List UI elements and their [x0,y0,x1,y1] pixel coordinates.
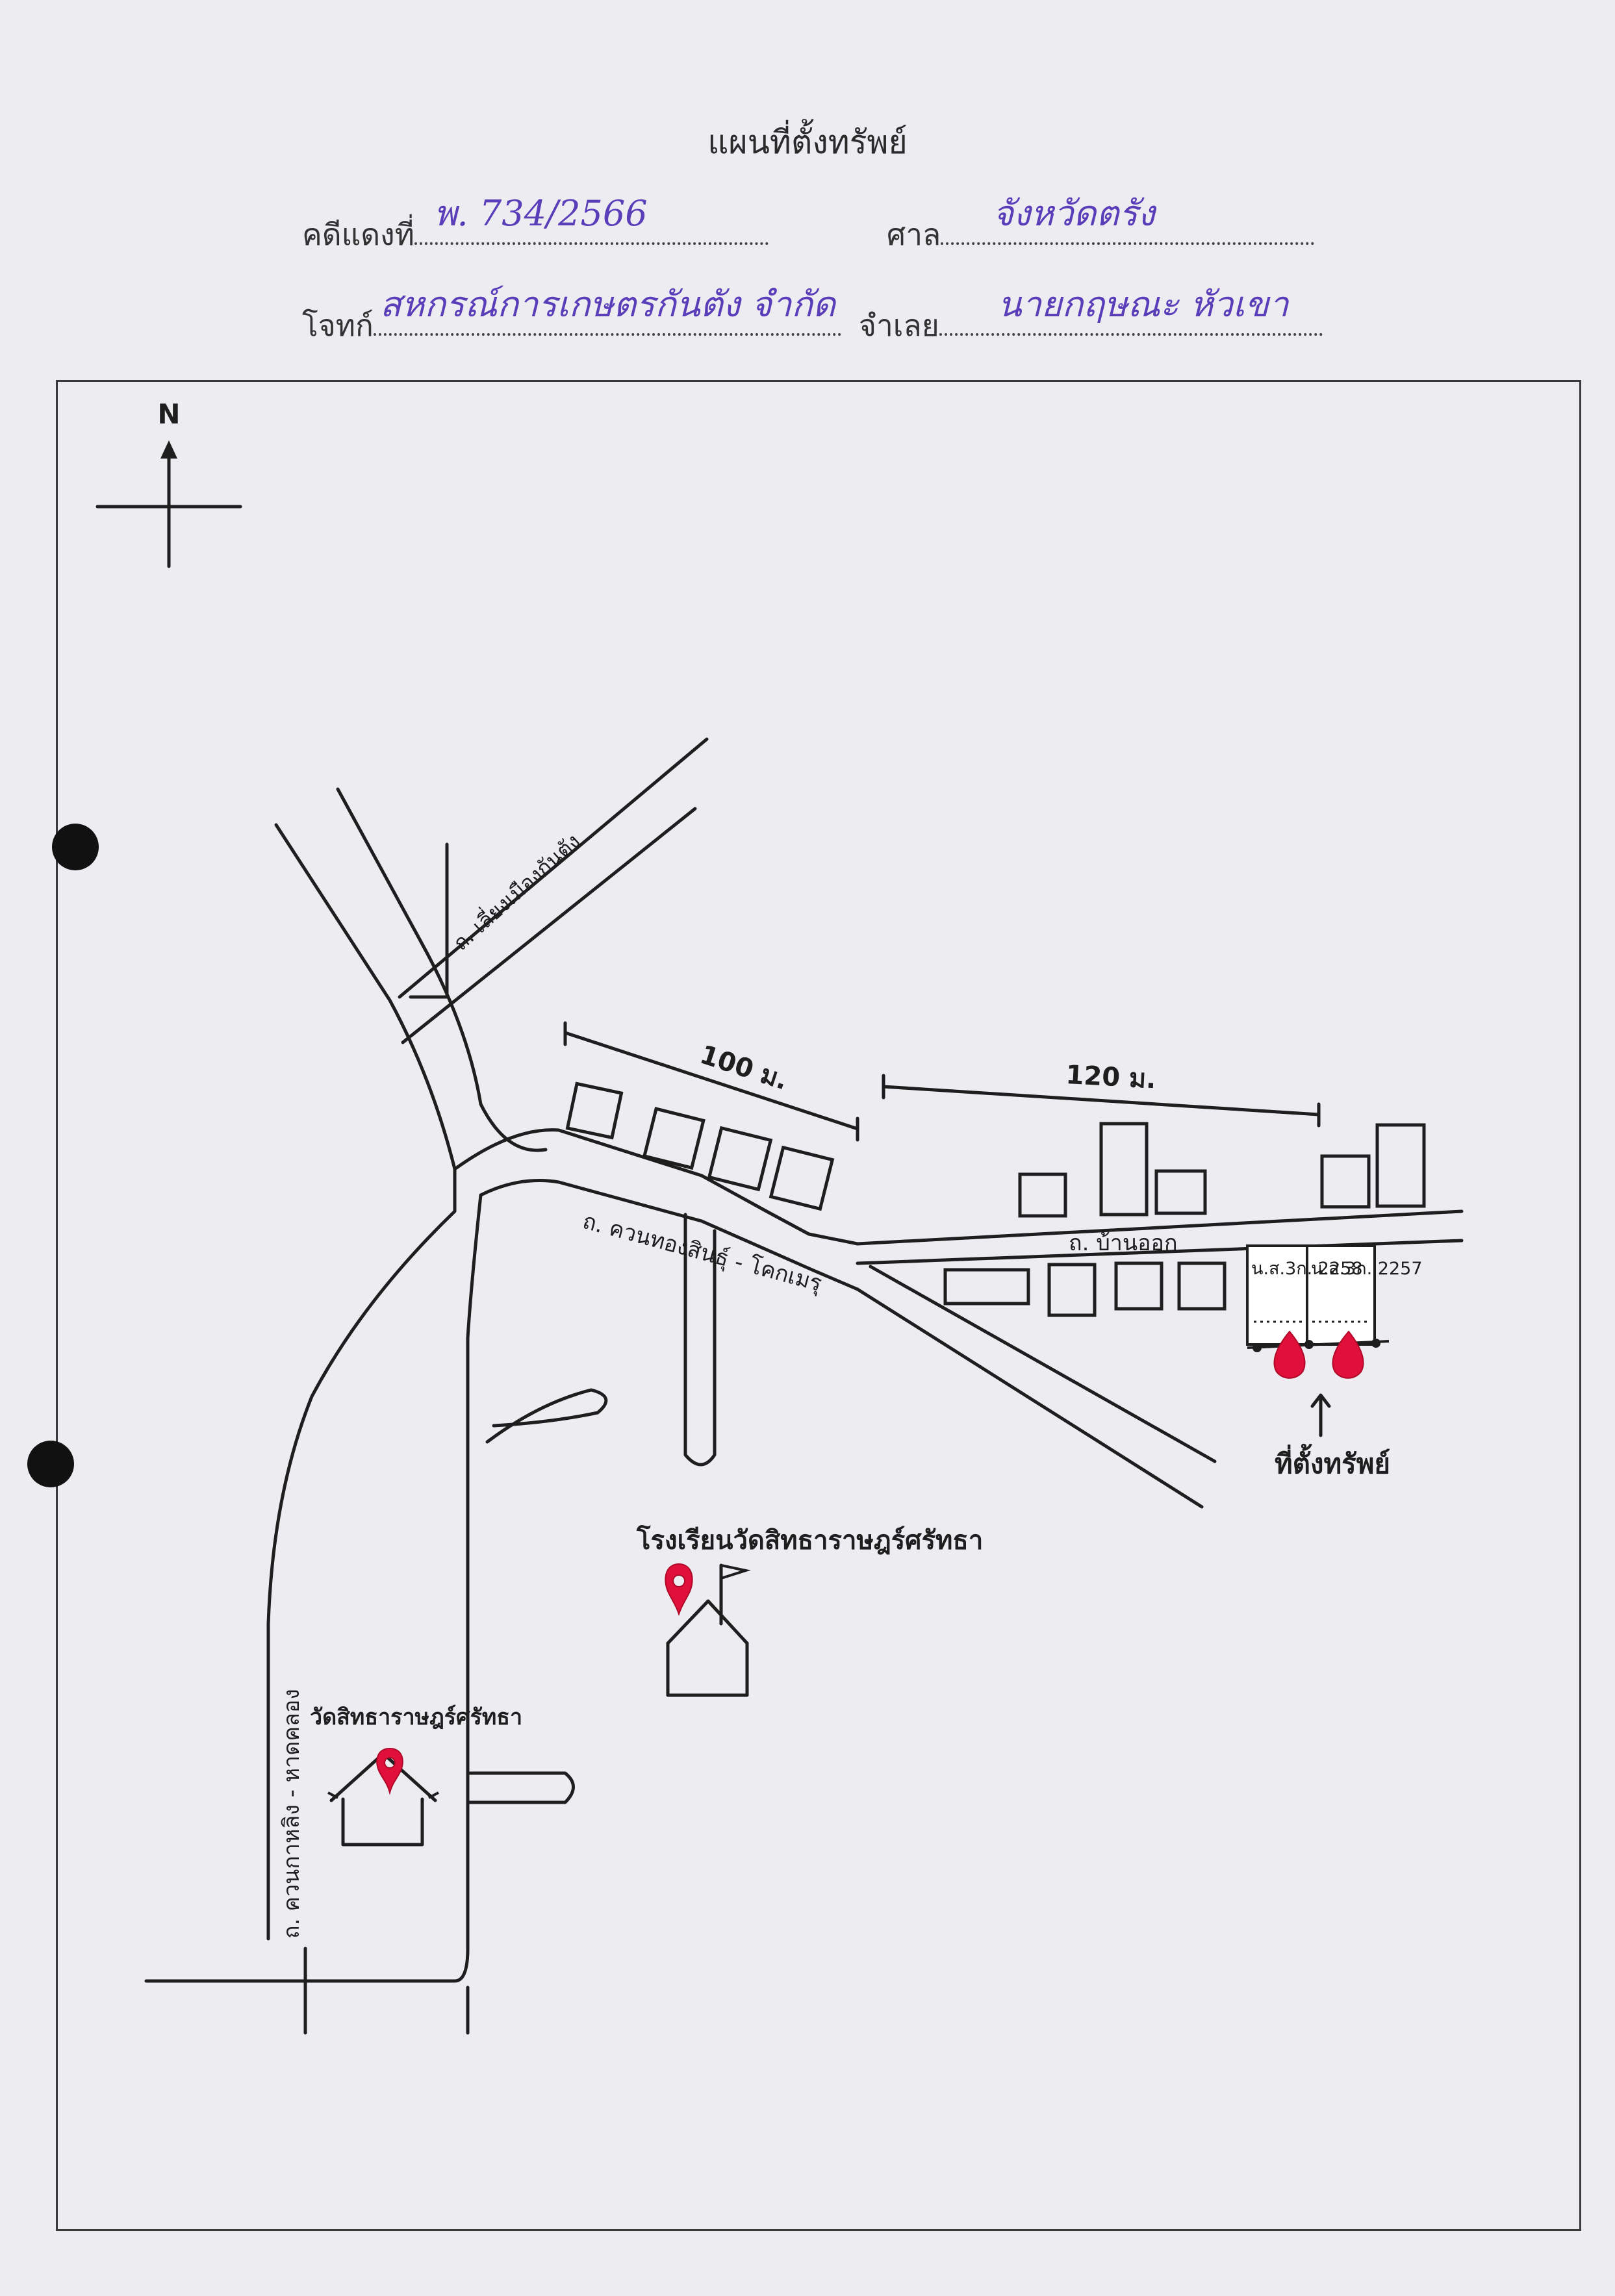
court-field: ศาล จังหวัดตรัง [887,193,1315,259]
school-label: โรงเรียนวัดสิทธาราษฎร์ศรัทธา [636,1525,983,1556]
defendant-field: จำเลย นายกฤษณะ หัวเขา [859,284,1323,349]
property-arrow-icon [1310,1393,1331,1437]
property-label: ที่ตั้งทรัพย์ [1275,1443,1390,1480]
distance-label-left: 100 ม. [696,1040,791,1096]
property-pin-icon [1273,1330,1306,1379]
case-number-value: พ. 734/2566 [433,193,648,234]
page-title: แผนที่ตั้งทรัพย์ [707,123,908,161]
parcel-label-2: น.ส.3ก. 2257 [1311,1259,1423,1279]
case-number-label: คดีแดงที่ [302,217,414,252]
school-icon [666,1563,751,1697]
parcel-label-1: น.ส.3ก. 2258 [1251,1259,1363,1279]
plaintiff-field: โจทก์สหกรณ์การเกษตรกันตัง จำกัด [302,284,841,349]
north-arrow-icon [95,440,242,568]
court-value: จังหวัดตรัง [993,193,1155,234]
punch-hole [27,1441,74,1487]
school-pin-icon [665,1563,693,1617]
road-label-west: ถ. ควนกาหลิง - หาดคลอง [279,1689,305,1939]
case-number-field: คดีแดงที่ พ. 734/2566 [302,193,769,259]
temple-label: วัดสิทธาราษฎร์ศรัทธา [310,1704,522,1730]
court-label: ศาล [887,217,941,252]
temple-pin-icon [376,1747,403,1795]
distance-marker-right [882,1074,1321,1128]
property-parcels [1246,1244,1390,1352]
distance-marker-left [563,1021,859,1142]
plaintiff-value: สหกรณ์การเกษตรกันตัง จำกัด [379,284,835,325]
punch-hole [52,824,99,870]
road-label-nw: ถ. เลี่ยงเมืองกันตัง [447,827,585,955]
road-label-east: ถ. บ้านออก [1069,1230,1178,1256]
property-pin-icon [1332,1330,1364,1379]
building-group-3 [943,1261,1227,1317]
defendant-value: นายกฤษณะ หัวเขา [997,284,1289,325]
distance-label-right: 120 ม. [1065,1060,1156,1094]
road-lines [144,737,1464,2035]
map-frame [56,380,1581,2231]
north-label: N [157,398,180,430]
building-group-2 [1018,1122,1426,1218]
defendant-label: จำเลย [859,308,939,343]
plaintiff-label: โจทก์ [302,308,374,343]
building-group-1 [565,1081,835,1211]
